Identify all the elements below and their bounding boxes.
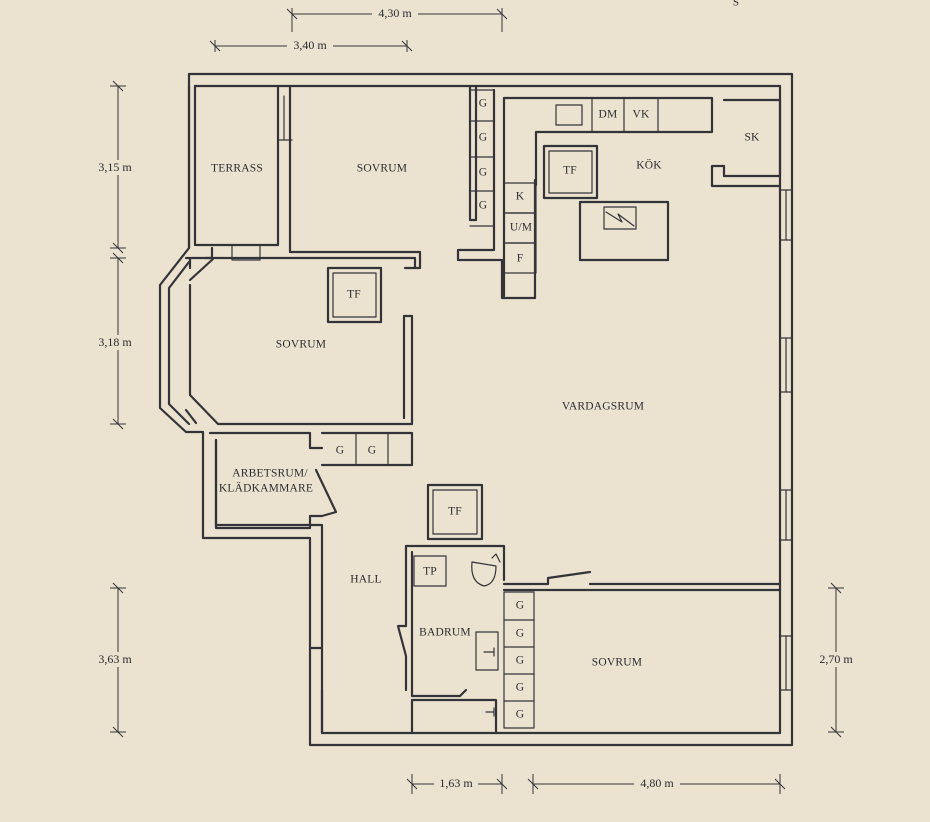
workroom: ARBETSRUM/ KLÄDKAMMARE [208, 431, 338, 530]
room-label-terrass: TERRASS [211, 163, 263, 175]
room-label-arbetsrum: ARBETSRUM/ [232, 468, 308, 480]
bedroom-bottom: G G G G G SOVRUM [502, 570, 782, 729]
wardrobe-label: G [479, 132, 488, 144]
hall-room: HALL [308, 574, 382, 735]
living-room: VARDAGSRUM [562, 401, 644, 413]
room-label-kladkammare: KLÄDKAMMARE [219, 481, 313, 495]
wardrobe-label: G [336, 445, 345, 457]
dryer-label: TP [423, 566, 437, 578]
room-label-sovrum-bottom: SOVRUM [592, 657, 642, 669]
wardrobe-label: G [516, 682, 525, 694]
dimension-top-lower: 3,40 m [209, 38, 413, 53]
room-label-sovrum-mid: SOVRUM [276, 339, 326, 351]
dimension-label: 3,15 m [98, 160, 132, 174]
dimension-label: 1,63 m [439, 776, 473, 790]
cabinet-label: SK [744, 132, 760, 144]
room-label-sovrum-top: SOVRUM [357, 163, 407, 175]
dimension-top-upper: 4,30 m [286, 6, 508, 32]
dimension-label: 2,70 m [819, 652, 853, 666]
kitchen-room: DM VK SK K U/M F TF KÖK [502, 96, 782, 298]
sink-label: VK [632, 109, 650, 121]
hall-fireplace: TF [426, 483, 484, 541]
dimension-right-1: 2,70 m [814, 582, 858, 738]
dimension-left-1: 3,15 m [94, 80, 136, 254]
dimension-left-3: 3,63 m [94, 582, 136, 738]
dishwasher-label: DM [599, 109, 618, 121]
wardrobe-label: G [479, 167, 488, 179]
hall-wardrobes: G G [320, 431, 414, 467]
room-label-badrum: BADRUM [419, 627, 471, 639]
fireplace-label: TF [347, 289, 361, 301]
windows-right [779, 189, 793, 691]
dimension-label: 3,63 m [98, 652, 132, 666]
wardrobe-label: G [516, 628, 525, 640]
bathroom-room: TP BADRUM [396, 544, 506, 735]
room-label-hall: HALL [350, 574, 381, 586]
dimension-bottom-2: 4,80 m [527, 774, 786, 794]
wardrobe-label: G [516, 655, 525, 667]
fireplace-label: TF [448, 506, 462, 518]
room-label-kok: KÖK [636, 158, 662, 172]
bedroom-top: G G G G SOVRUM [288, 84, 537, 300]
dimension-label: 3,18 m [98, 335, 132, 349]
fireplace-label: TF [563, 165, 577, 177]
dimension-left-2: 3,18 m [94, 252, 136, 430]
dimension-label: 4,30 m [378, 6, 412, 20]
bedroom-mid: TF SOVRUM [188, 256, 417, 426]
freezer-label: F [517, 253, 524, 265]
wardrobe-label: G [479, 98, 488, 110]
dimension-bottom-1: 1,63 m [406, 774, 508, 794]
compass-label: S [733, 0, 739, 9]
wardrobe-label: G [479, 200, 488, 212]
wardrobe-label: G [516, 709, 525, 721]
terrace-room: TERRASS [184, 84, 293, 270]
dimension-label: 4,80 m [640, 776, 674, 790]
oven-label: U/M [510, 222, 532, 234]
fridge-label: K [516, 191, 525, 203]
room-label-vardagsrum: VARDAGSRUM [562, 401, 644, 413]
wardrobe-label: G [516, 600, 525, 612]
dimension-label: 3,40 m [293, 38, 327, 52]
wardrobe-label: G [368, 445, 377, 457]
